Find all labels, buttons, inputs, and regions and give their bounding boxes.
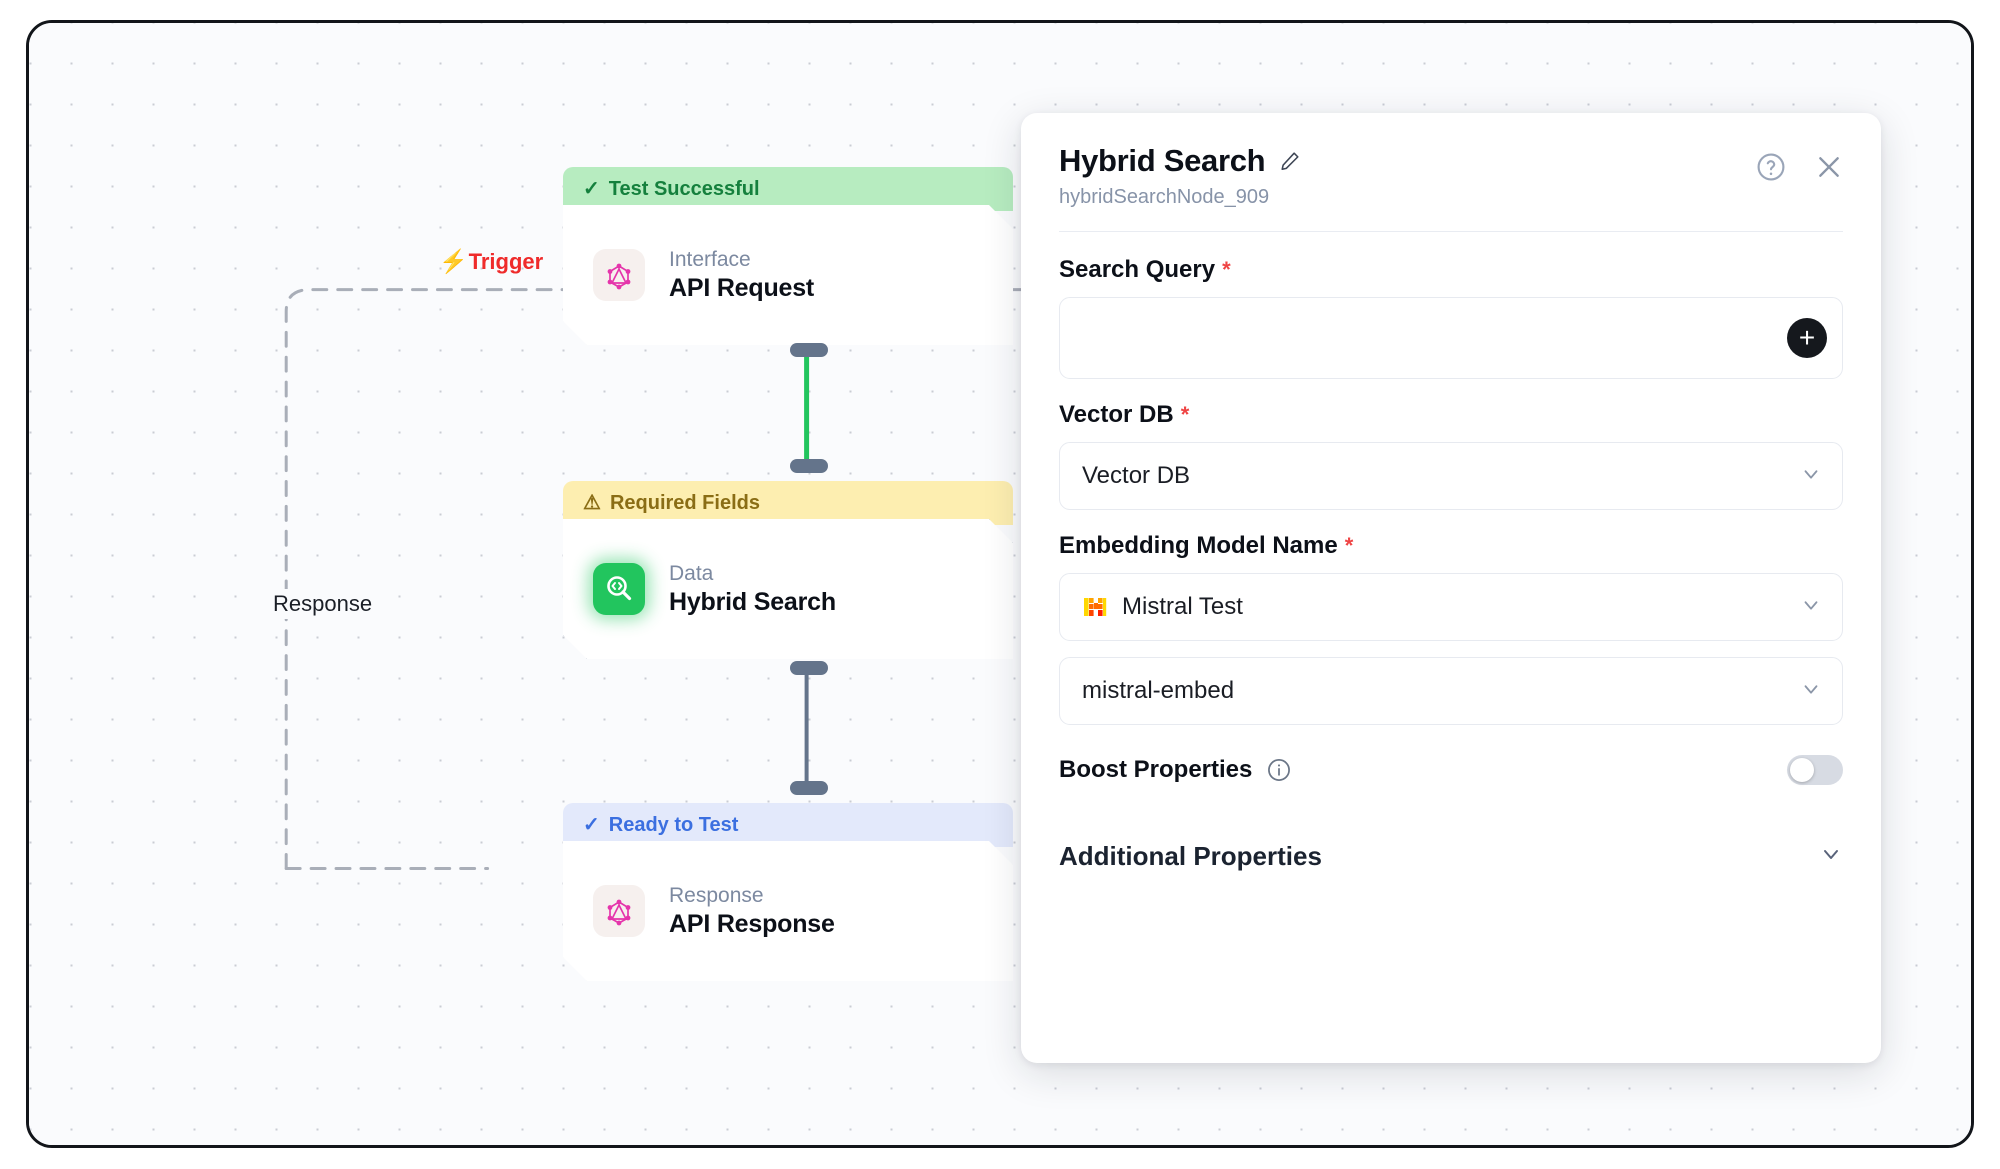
- field-label-text: Embedding Model Name: [1059, 532, 1338, 559]
- flow-canvas[interactable]: ⚡ Trigger Response ✓ Test Successful: [29, 23, 1971, 1145]
- graphql-icon: [593, 885, 645, 937]
- node-card[interactable]: Data Hybrid Search: [563, 519, 1013, 659]
- app-window: ⚡ Trigger Response ✓ Test Successful: [26, 20, 1974, 1148]
- node-title-label: Hybrid Search: [669, 587, 836, 616]
- field-label: Embedding Model Name *: [1059, 532, 1843, 560]
- node-status-label: Ready to Test: [608, 813, 739, 836]
- field-label: Search Query *: [1059, 256, 1843, 284]
- node-status-label: Test Successful: [608, 177, 760, 200]
- node-title-label: API Response: [669, 909, 835, 938]
- panel-subtitle: hybridSearchNode_909: [1059, 186, 1270, 208]
- chevron-down-icon: [1819, 842, 1843, 871]
- edge-label-response: Response: [267, 589, 379, 619]
- node-api-response[interactable]: ✓ Ready to Test: [563, 797, 1013, 981]
- node-card[interactable]: Interface API Request: [563, 205, 1013, 345]
- graphql-icon: [593, 249, 645, 301]
- node-hybrid-search[interactable]: ⚠ Required Fields Data Hybrid Search: [563, 475, 1013, 659]
- node-kind-label: Response: [669, 883, 764, 907]
- node-handle-hybrid-in[interactable]: [790, 459, 828, 473]
- node-text: Response API Response: [669, 884, 835, 939]
- node-status-banner: ✓ Test Successful: [563, 167, 1013, 211]
- node-title-label: API Request: [669, 273, 815, 302]
- vector-db-select[interactable]: Vector DB: [1059, 442, 1843, 510]
- field-label-text: Search Query: [1059, 256, 1216, 283]
- warning-triangle-icon: ⚠: [583, 492, 601, 514]
- select-value: Vector DB: [1082, 462, 1191, 489]
- required-marker: *: [1222, 257, 1231, 282]
- check-icon: ✓: [583, 178, 600, 200]
- embedding-model-select[interactable]: mistral-embed: [1059, 657, 1843, 725]
- field-boost-properties: Boost Properties: [1059, 755, 1843, 785]
- search-query-input-wrapper[interactable]: +: [1059, 297, 1843, 379]
- panel-divider: [1059, 231, 1843, 232]
- field-label-text: Boost Properties: [1059, 756, 1253, 783]
- panel-header-actions: [1755, 151, 1845, 183]
- help-circle-icon[interactable]: [1755, 151, 1787, 183]
- edge-label-response-text: Response: [273, 591, 373, 616]
- field-label: Vector DB *: [1059, 401, 1843, 429]
- node-text: Data Hybrid Search: [669, 562, 836, 617]
- required-marker: *: [1180, 402, 1190, 427]
- additional-properties-accordion[interactable]: Additional Properties: [1059, 841, 1843, 872]
- edge-label-trigger: ⚡ Trigger: [439, 248, 543, 275]
- node-api-request[interactable]: ✓ Test Successful: [563, 161, 1013, 345]
- check-icon: ✓: [583, 814, 600, 836]
- accordion-title: Additional Properties: [1059, 841, 1322, 871]
- toggle-label-group: Boost Properties: [1059, 756, 1292, 784]
- boost-properties-toggle[interactable]: [1787, 755, 1843, 785]
- chevron-down-icon: [1800, 678, 1822, 705]
- node-handle-hybrid-out[interactable]: [790, 661, 828, 675]
- close-icon[interactable]: [1813, 151, 1845, 183]
- toggle-knob: [1790, 758, 1814, 782]
- node-properties-panel: Hybrid Search hybridSearchNode_909: [1021, 113, 1881, 1063]
- node-handle-request-out[interactable]: [790, 343, 828, 357]
- node-text: Interface API Request: [669, 248, 814, 303]
- panel-header: Hybrid Search hybridSearchNode_909: [1021, 113, 1881, 209]
- node-status-banner: ✓ Ready to Test: [563, 803, 1013, 847]
- node-card[interactable]: Response API Response: [563, 841, 1013, 981]
- required-marker: *: [1344, 533, 1354, 558]
- mistral-logo-icon: [1082, 594, 1108, 620]
- field-embedding-model-name: Embedding Model Name *: [1059, 532, 1843, 725]
- panel-body: Search Query * + Vector DB * Vector DB: [1021, 232, 1881, 872]
- info-circle-icon[interactable]: [1266, 757, 1292, 783]
- embedding-provider-select[interactable]: Mistral Test: [1059, 573, 1843, 641]
- hybrid-search-icon: [593, 563, 645, 615]
- page-title: Hybrid Search: [1059, 143, 1266, 178]
- node-status-banner: ⚠ Required Fields: [563, 481, 1013, 525]
- node-handle-response-in[interactable]: [790, 781, 828, 795]
- edge-label-trigger-text: Trigger: [468, 248, 544, 274]
- select-value: mistral-embed: [1082, 677, 1235, 704]
- chevron-down-icon: [1800, 463, 1822, 490]
- add-variable-button[interactable]: +: [1787, 318, 1827, 358]
- node-status-label: Required Fields: [609, 491, 760, 514]
- field-vector-db: Vector DB * Vector DB: [1059, 401, 1843, 510]
- field-search-query: Search Query * +: [1059, 256, 1843, 379]
- node-kind-label: Data: [669, 561, 714, 585]
- panel-title-row: Hybrid Search: [1059, 143, 1843, 179]
- select-value: Mistral Test: [1122, 593, 1243, 620]
- chevron-down-icon: [1800, 594, 1822, 621]
- node-kind-label: Interface: [669, 247, 751, 271]
- field-label-text: Vector DB: [1059, 401, 1174, 428]
- pencil-icon[interactable]: [1279, 150, 1301, 172]
- lightning-bolt-icon: ⚡: [439, 248, 468, 274]
